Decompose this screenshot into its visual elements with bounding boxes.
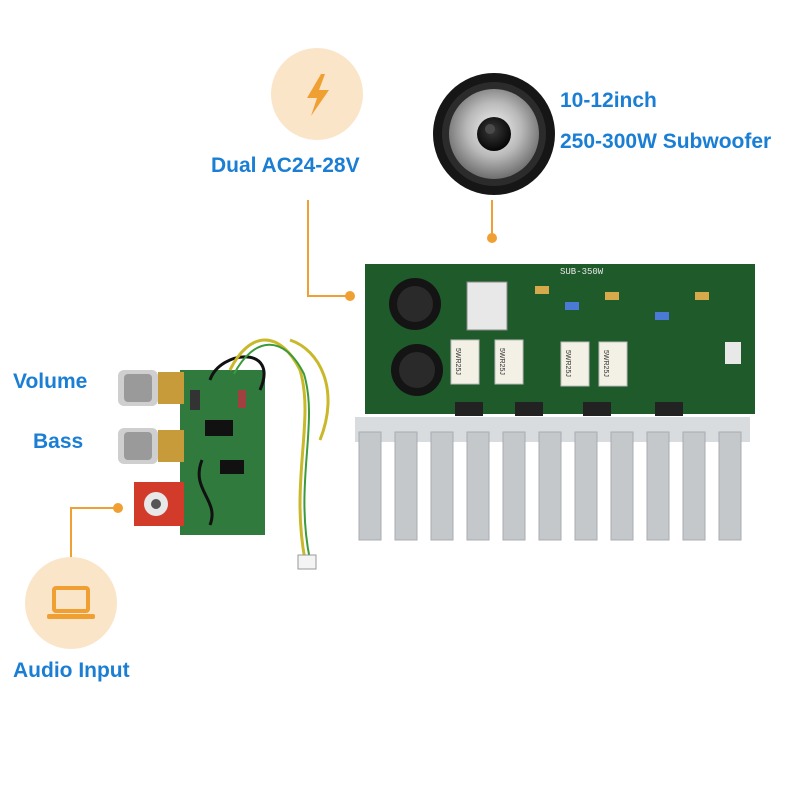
volume-label: Volume (13, 370, 88, 393)
lightning-icon (307, 74, 329, 116)
power-icon-circle (271, 48, 363, 140)
laptop-icon (47, 586, 95, 619)
capacitor-marking: 5WR25J (602, 350, 609, 377)
amplifier-board: SUB-350W 5WR25J 5WR25J 5WR25J 5WR25J (355, 262, 755, 547)
capacitor-marking: 5WR25J (564, 350, 571, 377)
control-board (110, 350, 270, 540)
audio-input-icon-circle (25, 557, 117, 649)
board-silkscreen: SUB-350W (560, 267, 604, 277)
capacitor-marking: 5WR25J (454, 348, 461, 375)
cable (228, 338, 330, 570)
bass-label: Bass (33, 430, 84, 453)
capacitor-marking: 5WR25J (498, 348, 505, 375)
speaker-size-label: 10-12inch (560, 89, 657, 112)
speaker-image (432, 72, 556, 196)
audio-input-label: Audio Input (13, 659, 130, 682)
speaker-power-label: 250-300W Subwoofer (560, 130, 772, 153)
power-label: Dual AC24-28V (211, 154, 360, 177)
